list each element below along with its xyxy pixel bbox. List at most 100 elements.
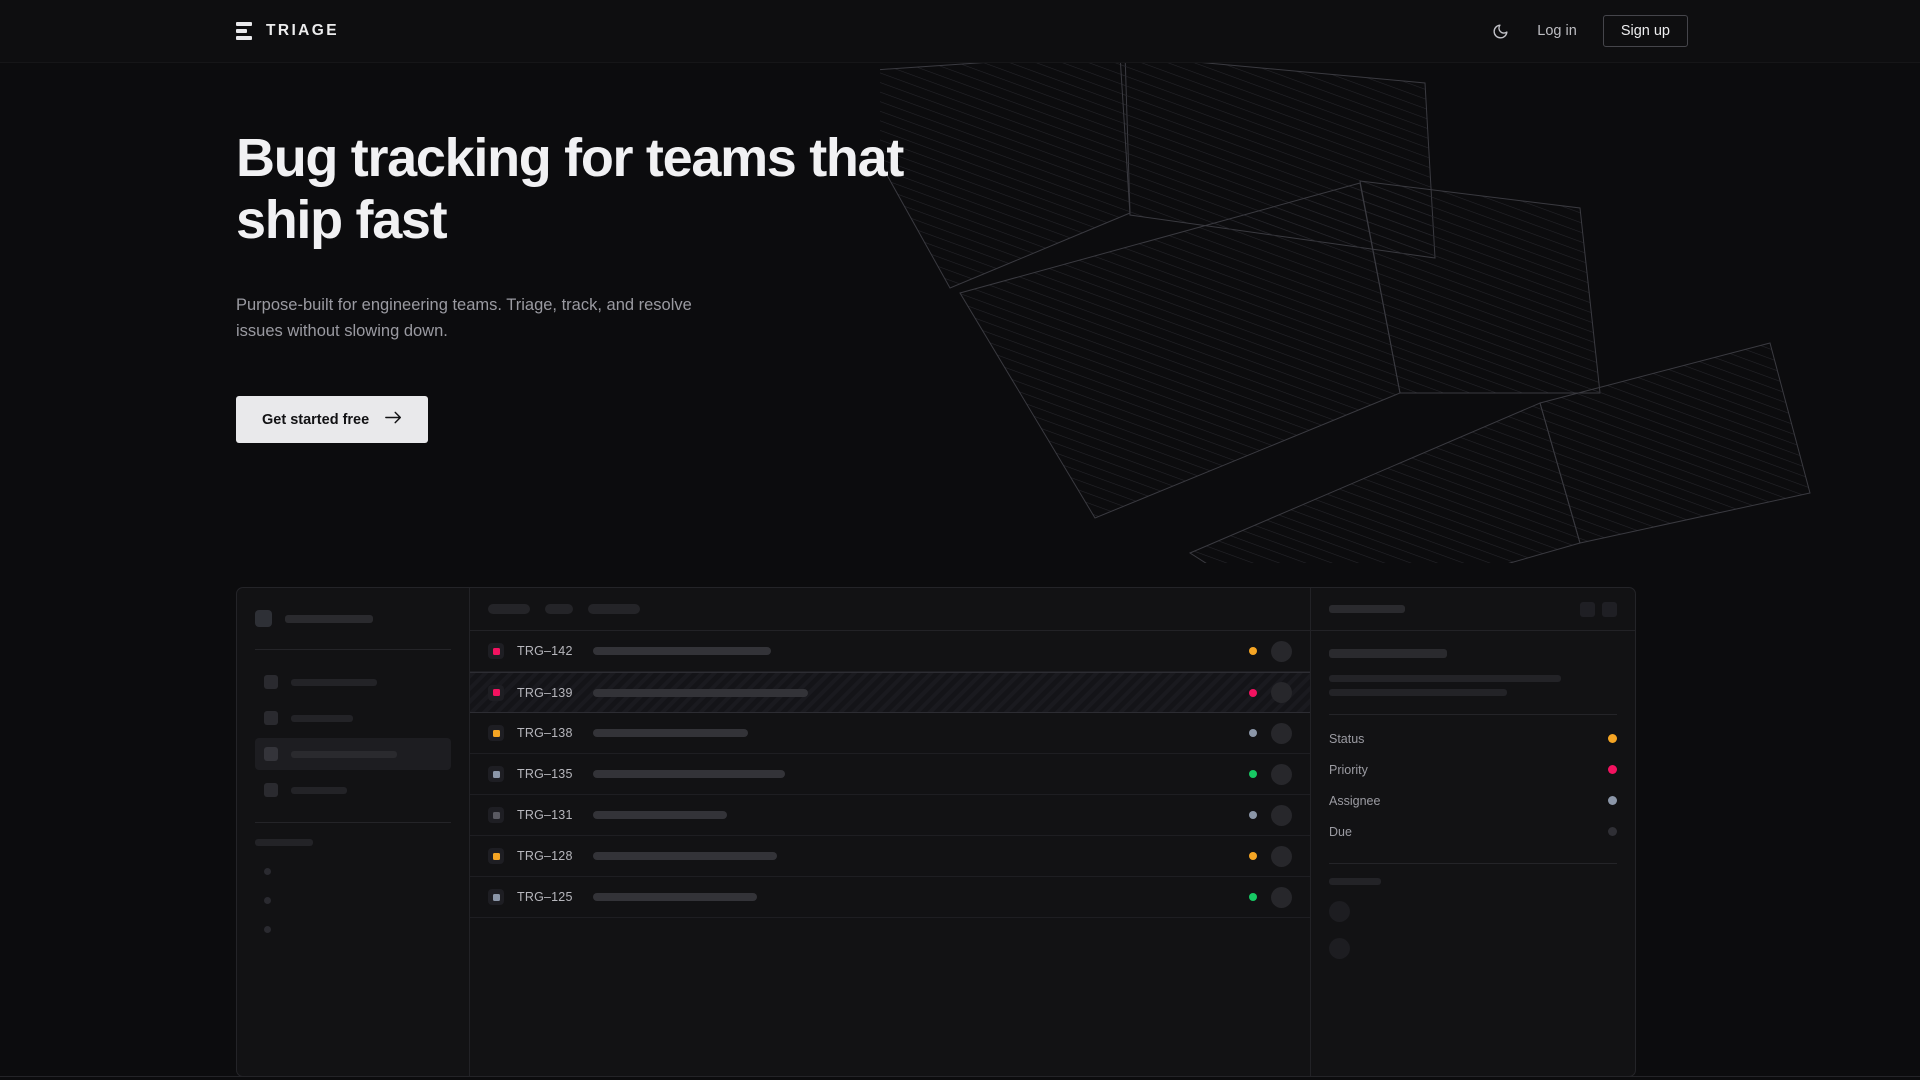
issue-row[interactable]: TRG–125 [470, 877, 1310, 918]
priority-indicator[interactable] [488, 684, 504, 701]
brand-name: TRIAGE [266, 22, 339, 39]
detail-action-button-1[interactable] [1602, 601, 1617, 617]
assignee-avatar[interactable] [1271, 640, 1292, 662]
metadata-value-dot [1608, 765, 1617, 774]
status-dot [1249, 811, 1257, 819]
sidebar-section-label-skeleton [255, 839, 313, 846]
issue-row[interactable]: TRG–142 [470, 631, 1310, 672]
sidebar-nav-item-3[interactable] [255, 774, 451, 806]
issue-key: TRG–128 [517, 849, 573, 863]
filter-pill-1[interactable] [545, 604, 573, 614]
nav-item-icon [264, 747, 278, 761]
priority-indicator[interactable] [488, 807, 504, 823]
assignee-avatar[interactable] [1271, 845, 1292, 867]
status-dot [1249, 770, 1257, 778]
issue-list-toolbar [470, 588, 1310, 631]
sidebar-sub-item-1[interactable] [264, 897, 271, 904]
detail-divider [1329, 714, 1617, 715]
description-line-1 [1329, 689, 1507, 696]
status-dot [1249, 852, 1257, 860]
nav-item-icon [264, 675, 278, 689]
sidebar-nav-item-0[interactable] [255, 666, 451, 698]
metadata-row[interactable]: Status [1329, 723, 1617, 754]
issue-title-skeleton [593, 770, 785, 778]
nav-item-icon [264, 783, 278, 797]
metadata-label: Due [1329, 824, 1352, 839]
activity-label-skeleton [1329, 878, 1381, 885]
issue-title-skeleton [593, 811, 727, 819]
workspace-switcher[interactable] [255, 610, 451, 627]
detail-description-skeleton [1329, 675, 1617, 696]
issue-row[interactable]: TRG–135 [470, 754, 1310, 795]
hero-section: Bug tracking for teams that ship fast Pu… [0, 63, 1920, 1077]
metadata-row[interactable]: Priority [1329, 754, 1617, 785]
assignee-avatar[interactable] [1271, 886, 1292, 908]
nav-item-icon [264, 711, 278, 725]
login-link[interactable]: Log in [1537, 23, 1577, 39]
issue-row[interactable]: TRG–131 [470, 795, 1310, 836]
priority-indicator[interactable] [488, 725, 504, 741]
detail-action-button-0[interactable] [1580, 601, 1595, 617]
detail-header [1311, 588, 1635, 631]
assignee-avatar[interactable] [1271, 682, 1292, 703]
nav-item-label-skeleton [291, 714, 353, 722]
activity-avatar-0[interactable] [1329, 901, 1350, 922]
nav-actions: Log in Sign up [1489, 15, 1688, 47]
workspace-name-skeleton [285, 614, 373, 623]
nav-item-label-skeleton [291, 678, 377, 686]
cta-label: Get started free [262, 411, 370, 428]
metadata-value-dot [1608, 827, 1617, 836]
status-dot [1249, 647, 1257, 655]
status-dot [1249, 688, 1257, 697]
assignee-avatar[interactable] [1271, 722, 1292, 744]
issue-key: TRG–135 [517, 767, 573, 781]
issue-key: TRG–125 [517, 890, 573, 904]
sidebar-nav-item-1[interactable] [255, 702, 451, 734]
metadata-row[interactable]: Due [1329, 816, 1617, 847]
stacked-bars-icon [236, 22, 252, 40]
sidebar-sub-item-0[interactable] [264, 868, 271, 875]
priority-indicator[interactable] [488, 889, 504, 905]
issue-key: TRG–138 [517, 726, 573, 740]
get-started-button[interactable]: Get started free [236, 396, 429, 444]
sidebar-sub-item-2[interactable] [264, 926, 271, 933]
hero-subcopy: Purpose-built for engineering teams. Tri… [236, 296, 692, 340]
issue-row[interactable]: TRG–139 [470, 672, 1310, 713]
description-line-0 [1329, 675, 1561, 682]
signup-button[interactable]: Sign up [1602, 15, 1688, 47]
metadata-row[interactable]: Assignee [1329, 785, 1617, 816]
metadata-value-dot [1608, 734, 1617, 743]
arrow-right-icon [385, 411, 402, 428]
detail-header-actions [1580, 601, 1617, 617]
detail-header-skeleton [1329, 605, 1405, 613]
filter-pill-2[interactable] [588, 604, 640, 614]
status-dot [1249, 893, 1257, 901]
page-title: Bug tracking for teams that ship fast [236, 128, 904, 251]
issue-title-skeleton [593, 729, 748, 737]
status-dot [1249, 729, 1257, 737]
assignee-avatar[interactable] [1271, 763, 1292, 785]
metadata-value-dot [1608, 796, 1617, 805]
issue-title-skeleton [593, 893, 757, 901]
brand-logo[interactable]: TRIAGE [236, 22, 339, 40]
issue-row[interactable]: TRG–138 [470, 713, 1310, 754]
moon-icon[interactable] [1489, 20, 1511, 42]
priority-indicator[interactable] [488, 643, 504, 659]
priority-indicator[interactable] [488, 848, 504, 864]
issue-row[interactable]: TRG–128 [470, 836, 1310, 877]
activity-avatar-1[interactable] [1329, 938, 1350, 959]
assignee-avatar[interactable] [1271, 804, 1292, 826]
sidebar-divider-top [255, 649, 451, 650]
priority-indicator[interactable] [488, 766, 504, 782]
filter-pill-0[interactable] [488, 604, 530, 614]
issue-title-skeleton [593, 647, 771, 655]
sidebar-nav-item-2[interactable] [255, 738, 451, 770]
metadata-label: Priority [1329, 762, 1368, 777]
decorative-panels-graphic [880, 63, 1920, 563]
issue-key: TRG–131 [517, 808, 573, 822]
